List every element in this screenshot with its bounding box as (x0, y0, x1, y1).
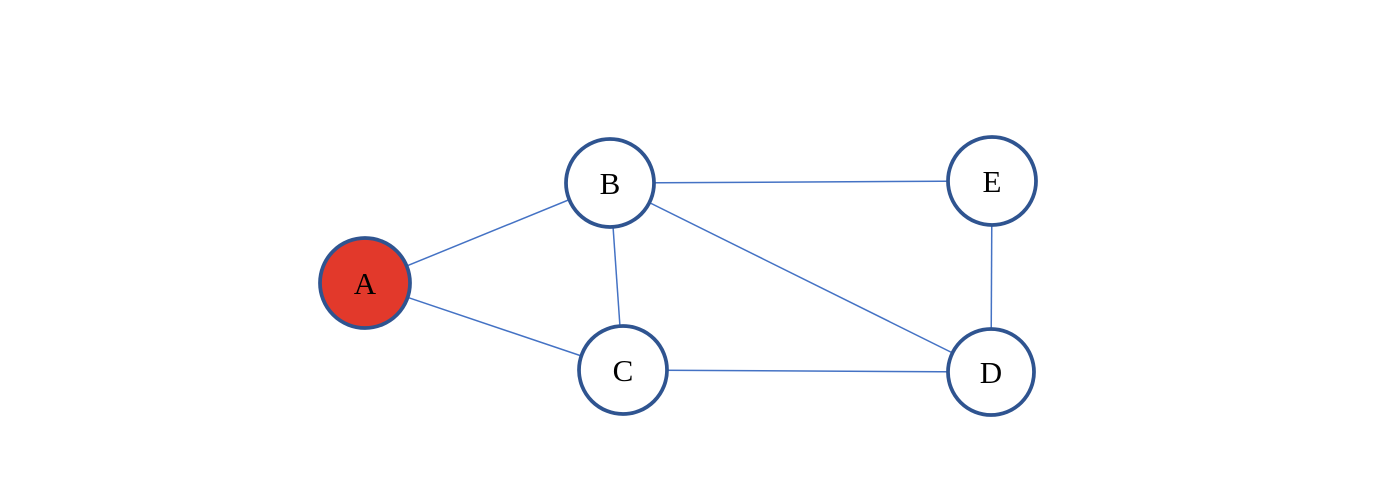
node-A[interactable] (318, 236, 412, 330)
edge-B-E (609, 180, 993, 184)
node-D[interactable] (946, 327, 1036, 417)
node-B[interactable] (564, 137, 656, 229)
edge-C-D (622, 369, 992, 373)
node-E[interactable] (946, 135, 1038, 227)
edge-B-D (609, 182, 992, 373)
node-C[interactable] (577, 324, 669, 416)
